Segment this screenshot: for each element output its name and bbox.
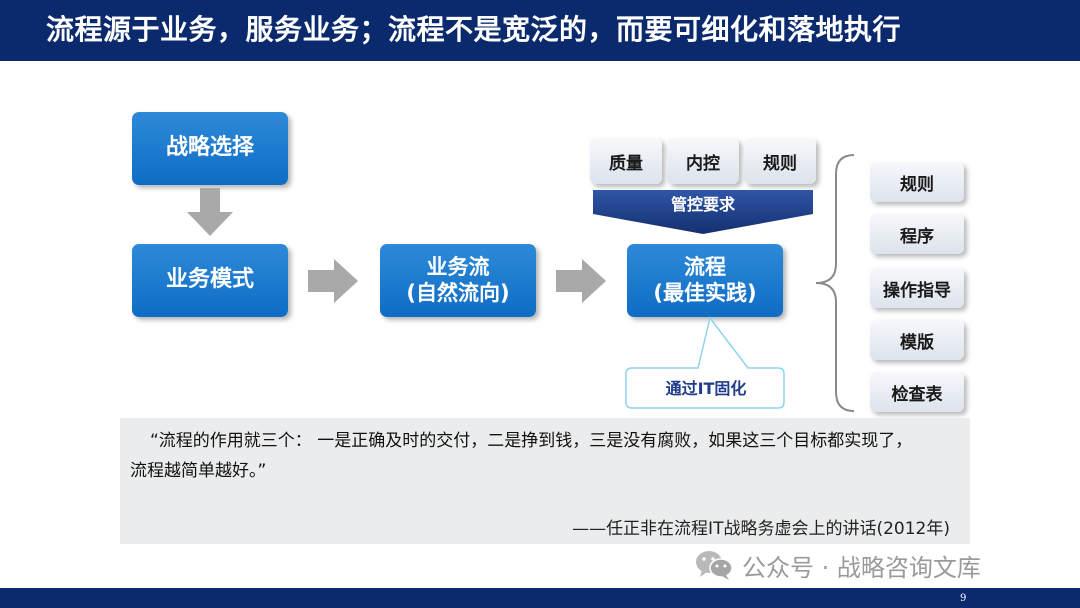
- output-procedures: 程序: [870, 214, 964, 254]
- it-callout-bubble: [625, 316, 785, 409]
- control-requirement-banner: [593, 190, 813, 234]
- right-arrow-icon: [308, 259, 358, 303]
- output-rules: 规则: [870, 162, 964, 202]
- process-box: 流程 (最佳实践): [627, 244, 783, 317]
- watermark: 公众号 · 战略咨询文库: [694, 548, 981, 582]
- control-requirement-label: 管控要求: [670, 195, 735, 214]
- title-bar: [0, 0, 1080, 61]
- requirement-quality: 质量: [590, 138, 662, 184]
- business-flow-title: 业务流: [426, 255, 490, 280]
- strategy-box: 战略选择: [132, 112, 288, 185]
- strategy-label: 战略选择: [165, 135, 254, 161]
- it-callout-label: 通过IT固化: [665, 379, 747, 398]
- watermark-text: 公众号 · 战略咨询文库: [742, 553, 981, 582]
- process-title: 流程: [684, 255, 726, 280]
- business-flow-subtitle: (自然流向): [406, 280, 510, 305]
- quote-text-line2: 流程越简单越好。”: [130, 461, 267, 481]
- business-model-label: 业务模式: [165, 267, 254, 293]
- down-arrow-icon: [187, 188, 233, 236]
- slide-title: 流程源于业务，服务业务；流程不是宽泛的，而要可细化和落地执行: [46, 13, 902, 46]
- requirement-internal-control: 内控: [667, 138, 739, 184]
- requirement-rules: 规则: [744, 138, 816, 184]
- page-number: 9: [960, 593, 967, 604]
- right-arrow-icon: [556, 259, 606, 303]
- quote-source: ——任正非在流程IT战略务虚会上的讲话(2012年): [572, 519, 950, 539]
- output-checklist: 检查表: [870, 372, 964, 412]
- output-operation-guide: 操作指导: [870, 268, 964, 308]
- footer-bar: [0, 588, 1080, 608]
- process-subtitle: (最佳实践): [653, 280, 757, 305]
- output-template: 模版: [870, 320, 964, 360]
- brace-icon: [815, 154, 855, 412]
- wechat-logo-icon: [696, 551, 733, 580]
- business-model-box: 业务模式: [132, 244, 288, 317]
- quote-text-line1: “流程的作用就三个： 一是正确及时的交付，二是挣到钱，三是没有腐败，如果这三个目…: [150, 431, 913, 451]
- business-flow-box: 业务流 (自然流向): [380, 244, 536, 317]
- quote-panel: “流程的作用就三个： 一是正确及时的交付，二是挣到钱，三是没有腐败，如果这三个目…: [120, 418, 970, 544]
